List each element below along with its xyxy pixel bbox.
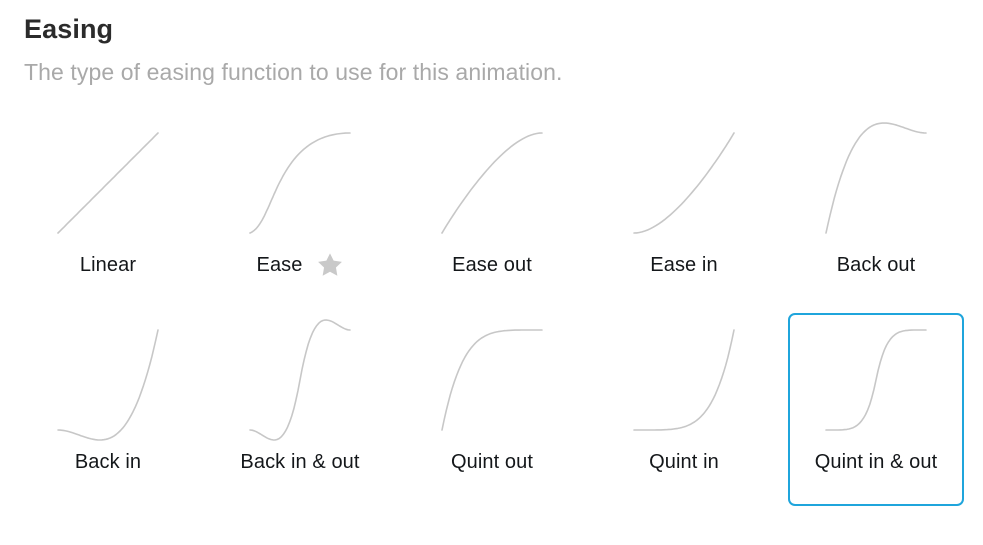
easing-option-label-row: Ease out: [452, 251, 532, 279]
easing-curve-ease-in: [633, 132, 735, 234]
easing-curve-quint-out: [441, 329, 543, 431]
easing-curve-back-in-out: [249, 319, 351, 441]
page-title: Easing: [24, 14, 114, 44]
easing-curve-back-in: [57, 329, 159, 441]
easing-option-label-row: Back in: [75, 448, 141, 476]
easing-option-ease-out[interactable]: Ease out: [404, 116, 580, 309]
easing-panel: Easing The type of easing function to us…: [20, 14, 964, 506]
easing-option-label-row: Ease: [257, 251, 344, 279]
page-subtitle: The type of easing function to use for t…: [24, 59, 563, 85]
easing-option-label: Ease: [256, 253, 303, 276]
easing-option-linear[interactable]: Linear: [20, 116, 196, 309]
easing-option-label: Quint in: [649, 450, 719, 473]
easing-option-quint-in[interactable]: Quint in: [596, 313, 772, 506]
easing-option-label-row: Quint out: [451, 448, 533, 476]
easing-option-label-row: Quint in: [649, 448, 719, 476]
easing-option-label: Linear: [79, 253, 137, 276]
easing-option-label: Quint out: [450, 450, 534, 473]
easing-option-quint-in-out[interactable]: Quint in & out: [788, 313, 964, 506]
easing-option-label: Back in: [74, 450, 142, 473]
easing-option-quint-out[interactable]: Quint out: [404, 313, 580, 506]
easing-option-label-row: Linear: [80, 251, 136, 279]
easing-option-label: Back in & out: [240, 450, 360, 473]
easing-curve-linear: [57, 132, 159, 234]
easing-option-back-in-out[interactable]: Back in & out: [212, 313, 388, 506]
easing-option-label-row: Back out: [837, 251, 916, 279]
easing-curve-quint-in: [633, 329, 735, 431]
easing-option-label: Back out: [836, 253, 916, 276]
easing-option-back-in[interactable]: Back in: [20, 313, 196, 506]
easing-option-label-row: Back in & out: [240, 448, 359, 476]
easing-curve-ease-out: [441, 132, 543, 234]
easing-option-label-row: Ease in: [650, 251, 717, 279]
easing-curve-quint-in-out: [825, 329, 927, 431]
easing-curve-ease: [249, 132, 351, 234]
easing-option-ease[interactable]: Ease: [212, 116, 388, 309]
easing-option-ease-in[interactable]: Ease in: [596, 116, 772, 309]
easing-option-back-out[interactable]: Back out: [788, 116, 964, 309]
easing-curve-back-out: [825, 122, 927, 234]
easing-option-label: Ease in: [650, 253, 718, 276]
easing-option-label-row: Quint in & out: [815, 448, 938, 476]
easing-option-label: Ease out: [452, 253, 532, 276]
star-icon: [317, 253, 342, 276]
easing-option-label: Quint in & out: [814, 450, 938, 473]
